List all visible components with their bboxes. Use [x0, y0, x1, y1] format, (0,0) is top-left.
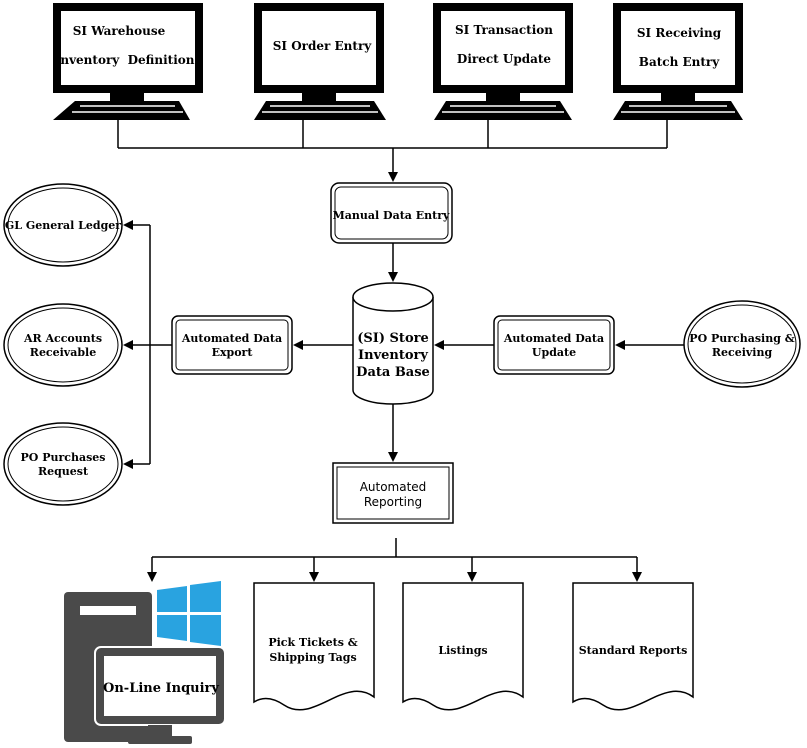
ar-accounts-receivable-entity: AR Accounts Receivable	[3, 303, 123, 387]
gl-general-ledger-entity: GL General Ledger	[3, 183, 123, 267]
reporting-label-2: Reporting	[364, 495, 422, 509]
monitor-icon-receiving: SI Receiving Batch Entry	[613, 3, 743, 120]
desktop-monitor-icon: On-Line Inquiry	[94, 646, 226, 744]
monitor-icon-order-entry: SI Order Entry	[254, 3, 386, 120]
standard-reports-label: Standard Reports	[579, 644, 688, 657]
online-inquiry-label: On-Line Inquiry	[103, 681, 219, 696]
manual-data-entry-box: Manual Data Entry	[330, 182, 453, 244]
monitor-icon-warehouse: SI Warehouse Inventory Definitions	[53, 3, 203, 120]
ar-label-1: AR Accounts	[23, 332, 102, 345]
reporting-connector-lines	[147, 538, 642, 582]
windows-logo-icon	[157, 581, 221, 646]
monitor-label-transaction-2: Direct Update	[457, 52, 552, 66]
update-label-2: Update	[532, 346, 576, 359]
monitor-label-warehouse-2: Inventory Definitions	[55, 53, 202, 67]
database-label-3: Data Base	[356, 365, 430, 380]
pick-tickets-label-1: Pick Tickets &	[268, 636, 357, 649]
export-connector-lines	[123, 220, 172, 469]
database-label-1: (SI) Store	[357, 331, 428, 346]
monitor-label-receiving-1: SI Receiving	[637, 26, 722, 40]
po-receiving-label-2: Receiving	[712, 346, 773, 359]
listings-label: Listings	[438, 644, 487, 657]
document-icon-standard-reports: Standard Reports	[572, 582, 694, 711]
po-request-label-2: Request	[38, 465, 89, 478]
automated-data-export-box: Automated Data Export	[171, 315, 293, 375]
document-icon-listings: Listings	[402, 582, 524, 711]
po-purchases-request-entity: PO Purchases Request	[3, 422, 123, 506]
manual-data-entry-label: Manual Data Entry	[333, 209, 450, 222]
update-label-1: Automated Data	[503, 332, 604, 345]
export-label-2: Export	[212, 346, 254, 359]
export-label-1: Automated Data	[181, 332, 282, 345]
po-request-label-1: PO Purchases	[21, 451, 106, 464]
document-icon-pick-tickets: Pick Tickets & Shipping Tags	[253, 582, 375, 711]
database-cylinder-icon: (SI) Store Inventory Data Base	[352, 282, 434, 405]
gl-label: GL General Ledger	[5, 219, 121, 232]
pick-tickets-label-2: Shipping Tags	[269, 651, 356, 664]
monitor-label-warehouse-1: SI Warehouse	[73, 24, 166, 38]
monitor-label-order-entry: SI Order Entry	[273, 39, 372, 53]
automated-data-update-box: Automated Data Update	[493, 315, 615, 375]
automated-reporting-box: Automated Reporting	[332, 462, 454, 524]
po-receiving-label-1: PO Purchasing &	[689, 332, 794, 345]
monitor-icon-transaction: SI Transaction Direct Update	[433, 3, 573, 120]
ar-label-2: Receivable	[30, 346, 96, 359]
monitor-connector-lines	[117, 120, 668, 182]
database-label-2: Inventory	[358, 348, 428, 363]
monitor-label-receiving-2: Batch Entry	[639, 55, 720, 69]
reporting-label-1: Automated	[360, 480, 427, 494]
monitor-label-transaction-1: SI Transaction	[455, 23, 553, 37]
po-purchasing-receiving-entity: PO Purchasing & Receiving	[683, 300, 801, 388]
